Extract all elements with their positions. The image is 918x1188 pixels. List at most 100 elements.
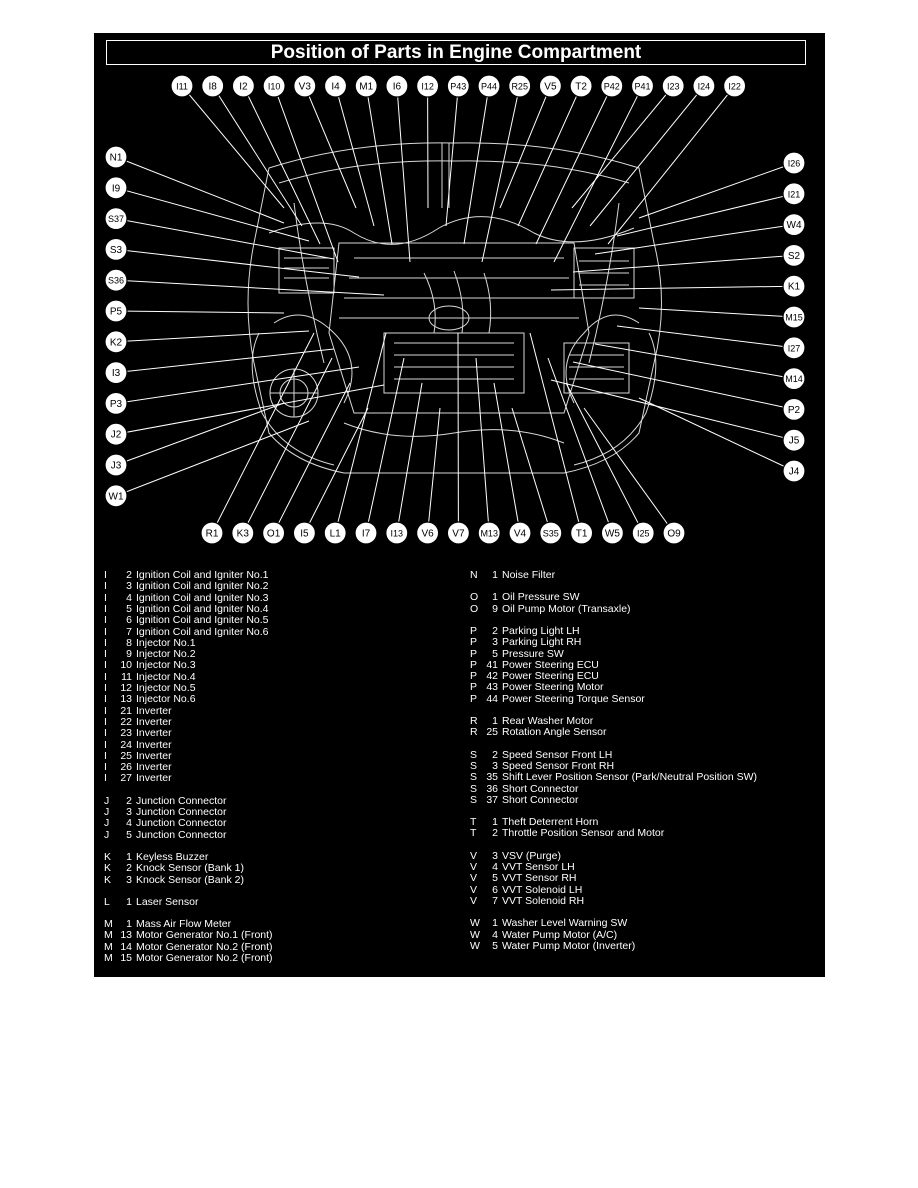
legend-prefix: S [470, 771, 478, 784]
callout-i22: I22 [722, 74, 747, 98]
legend-prefix: R [470, 715, 478, 727]
leader-line [303, 407, 369, 534]
callout-p41: P41 [630, 74, 655, 98]
callout-circle [661, 74, 685, 98]
callout-circle [692, 74, 716, 98]
callout-label: R25 [511, 82, 528, 92]
callout-label: S35 [543, 529, 559, 539]
callout-circle [262, 74, 286, 98]
callout-j4: J4 [782, 459, 806, 483]
leader-line [115, 218, 335, 260]
leader-line [115, 310, 285, 314]
callout-circle [262, 521, 286, 545]
legend-number: 3 [126, 806, 132, 818]
callout-circle [354, 74, 378, 98]
legend-prefix: P [470, 624, 478, 637]
callout-p5: P5 [104, 299, 128, 323]
legend-number: 25 [486, 726, 498, 739]
callout-label: M1 [359, 82, 373, 93]
leader-line [638, 307, 795, 318]
legend-prefix: I [104, 580, 107, 593]
legend-prefix: S [470, 782, 478, 795]
callout-p42: P42 [600, 74, 624, 98]
legend-name: Motor Generator No.2 (Front) [136, 952, 273, 964]
callout-i25: I25 [631, 521, 655, 545]
legend-number: 2 [492, 748, 498, 761]
callout-n1: N1 [104, 145, 128, 169]
legend-name: Injector No.2 [136, 648, 196, 661]
callout-circle [782, 428, 806, 452]
legend-number: 2 [126, 794, 132, 807]
callout-circle [782, 459, 806, 483]
legend-prefix: I [104, 670, 107, 683]
callout-s2: S2 [782, 243, 806, 267]
callout-j3: J3 [104, 453, 128, 477]
callout-k2: K2 [104, 330, 128, 354]
legend-name: Water Pump Motor (Inverter) [502, 939, 636, 952]
legend-number: 41 [486, 658, 498, 671]
leader-line [553, 85, 643, 263]
legend-number: 2 [492, 827, 498, 840]
callout-s37: S37 [104, 207, 128, 231]
callout-label: V4 [514, 529, 527, 540]
legend-name: Rotation Angle Sensor [502, 726, 607, 739]
leader-line [572, 254, 795, 273]
legend-number: 13 [120, 693, 132, 706]
legend-name: Inverter [136, 704, 172, 717]
callout-circle [722, 74, 747, 98]
legend-prefix: V [470, 861, 478, 873]
legend-name: Noise Filter [502, 569, 556, 581]
callout-i6: I6 [385, 74, 409, 98]
legend-name: Rear Washer Motor [502, 715, 594, 727]
legend-name: Injector No.1 [136, 636, 196, 649]
callout-label: J5 [789, 436, 800, 447]
callout-label: P42 [604, 82, 620, 92]
leader-line [115, 156, 285, 224]
legend-name: Ignition Coil and Igniter No.1 [136, 569, 269, 581]
leader-line [211, 332, 315, 534]
legend-number: 2 [492, 624, 498, 637]
legend-number: 25 [120, 749, 132, 762]
callout-circle [104, 391, 128, 415]
leader-line [242, 357, 333, 534]
callout-label: I7 [362, 529, 371, 540]
legend-number: 23 [120, 727, 132, 740]
legend-prefix: W [470, 917, 480, 930]
callout-r1: R1 [200, 521, 224, 545]
callout-circle [231, 74, 255, 98]
legend-number: 11 [121, 670, 132, 683]
legend-prefix: N [470, 569, 478, 581]
leader-line [115, 366, 360, 404]
legend-prefix: S [470, 759, 478, 772]
callout-label: P43 [450, 82, 466, 92]
legend-number: 15 [120, 952, 132, 964]
callout-i23: I23 [661, 74, 685, 98]
callout-circle [630, 74, 655, 98]
callout-p43: P43 [446, 74, 470, 98]
legend-number: 21 [120, 704, 132, 717]
callout-i21: I21 [782, 182, 806, 206]
callout-circle [631, 521, 655, 545]
legend-prefix: I [104, 636, 107, 649]
leader-line [115, 248, 360, 278]
leader-line [616, 193, 795, 237]
callout-label: I24 [698, 82, 711, 92]
callout-p3: P3 [104, 391, 128, 415]
callout-circle [201, 74, 225, 98]
legend-number: 5 [492, 939, 498, 952]
callout-circle [104, 207, 128, 231]
leader-line [115, 279, 385, 296]
callout-v3: V3 [293, 74, 317, 98]
legend-prefix: J [104, 828, 110, 841]
callout-label: I2 [239, 82, 248, 93]
callout-label: P41 [634, 82, 650, 92]
callout-label: O9 [667, 529, 681, 540]
legend-name: Inverter [136, 715, 172, 728]
callout-circle [782, 243, 806, 267]
callout-i3: I3 [104, 361, 128, 385]
callout-label: M13 [480, 529, 498, 539]
legend-prefix: V [470, 872, 478, 885]
callout-label: I12 [421, 82, 434, 92]
legend-name: Water Pump Motor (A/C) [502, 928, 618, 941]
legend-number: 1 [492, 816, 498, 829]
